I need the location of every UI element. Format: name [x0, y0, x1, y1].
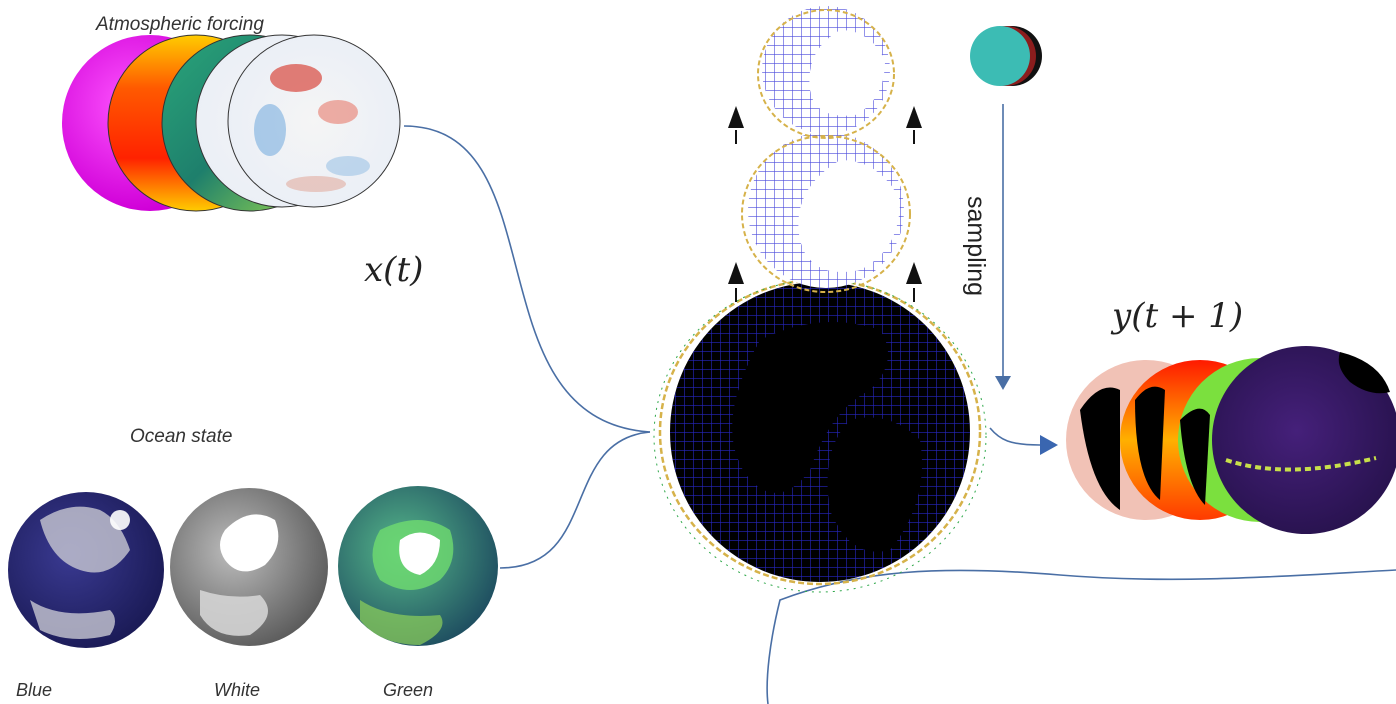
up-arrow-icon	[906, 106, 922, 128]
connector-bottom-loop	[766, 569, 1396, 704]
connector-output	[989, 427, 1041, 446]
atmospheric-forcing-stack	[62, 34, 401, 212]
up-arrow-icon	[906, 262, 922, 284]
input-variable-label: x(t)	[364, 250, 424, 290]
output-variable-label: y(t + 1)	[1112, 296, 1244, 336]
ocean-globe-label-blue: Blue	[16, 680, 53, 700]
output-arrowhead	[1040, 435, 1058, 455]
model-globe-middle	[741, 132, 911, 293]
sampling-arrowhead	[995, 376, 1011, 390]
output-globe-purple	[1212, 346, 1396, 534]
model-globe-top	[757, 6, 895, 139]
ocean-globe-label-white: White	[214, 680, 261, 700]
upward-arrows	[728, 106, 922, 302]
connector-ocean	[499, 431, 651, 569]
connector-forcing	[403, 125, 651, 433]
output-stack	[1066, 346, 1396, 534]
ocean-state-label: Ocean state	[130, 426, 233, 447]
connectors	[403, 104, 1396, 704]
ocean-globe-label-green: Green	[383, 680, 434, 700]
ocean-state-row	[8, 486, 498, 648]
model-globe-main	[653, 278, 987, 593]
up-arrow-icon	[728, 106, 744, 128]
sampling-label: sampling	[962, 196, 990, 297]
sample-stack	[970, 26, 1042, 86]
up-arrow-icon	[728, 262, 744, 284]
atmospheric-forcing-label: Atmospheric forcing	[96, 14, 264, 35]
